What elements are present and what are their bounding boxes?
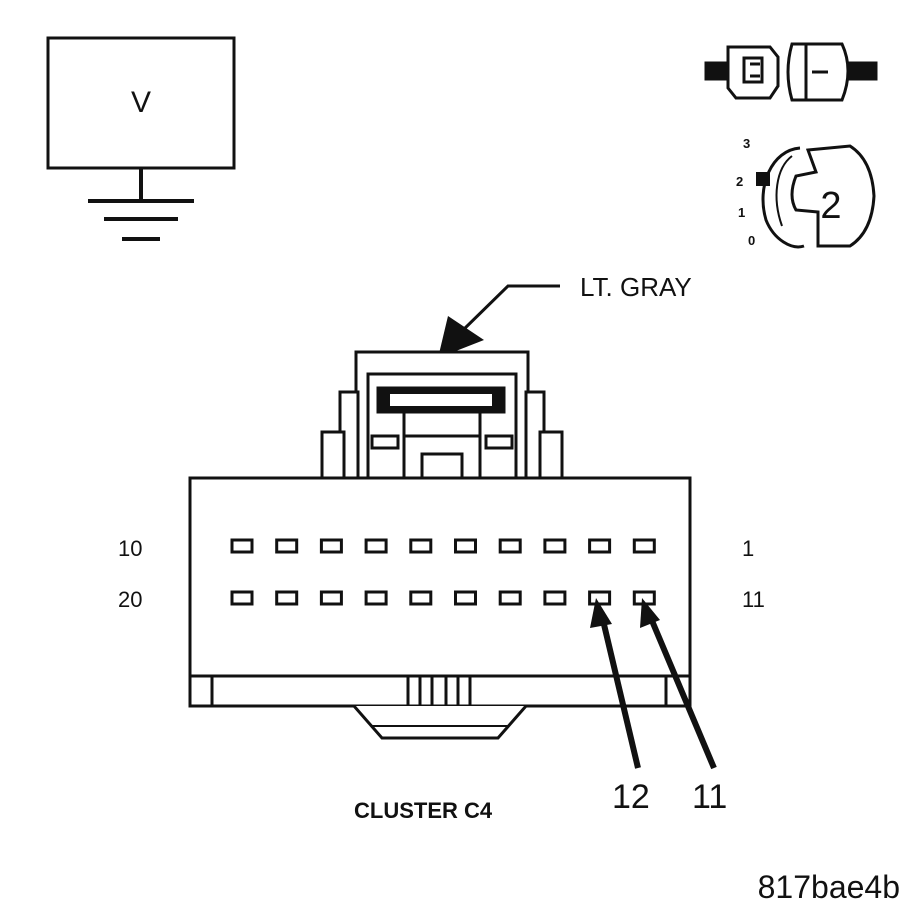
probe-label-12: 12: [612, 778, 650, 816]
connector-name: CLUSTER C4: [354, 798, 493, 823]
pin-cavity-6: [409, 538, 433, 554]
pin-cavity-1: [632, 538, 656, 554]
disconnected-connector-icon: [704, 42, 878, 102]
pin-cavity-10: [230, 538, 254, 554]
connector-body: [188, 476, 692, 740]
color-callout: LT. GRAY: [438, 272, 692, 358]
ground-symbol-icon: [88, 168, 194, 241]
connector-pins: [230, 538, 656, 606]
pin-cavity-14: [498, 590, 522, 606]
ignition-switch-icon: 3 2 1 0 2: [736, 136, 876, 249]
pin-cavity-2: [588, 538, 612, 554]
meter-label: V: [131, 86, 151, 119]
pin-cavity-7: [364, 538, 388, 554]
pin-cavity-18: [319, 590, 343, 606]
pin-cavity-20: [230, 590, 254, 606]
ignition-position-2: 2: [736, 174, 743, 189]
pin-cavity-19: [275, 590, 299, 606]
probe-arrow-12: [590, 598, 641, 769]
pin-cavity-5: [454, 538, 477, 554]
pin-cavity-4: [498, 538, 522, 554]
probe-label-11: 11: [692, 778, 727, 816]
ignition-key-label: 2: [820, 185, 841, 227]
pin-label-bottom-left: 20: [118, 587, 142, 612]
pin-cavity-16: [409, 590, 433, 606]
pin-label-bottom-right: 11: [742, 587, 765, 612]
pin-label-top-right: 1: [742, 536, 754, 561]
ignition-position-3: 3: [743, 136, 750, 151]
connector-color-label: LT. GRAY: [580, 272, 692, 302]
connector-latch: [320, 350, 564, 480]
pin-cavity-9: [275, 538, 299, 554]
pin-cavity-17: [364, 590, 388, 606]
figure-id: 817bae4b: [758, 869, 900, 905]
pin-cavity-13: [543, 590, 567, 606]
pin-cavity-12: [588, 590, 612, 606]
pin-label-top-left: 10: [118, 536, 142, 561]
pin-cavity-3: [543, 538, 567, 554]
voltmeter-icon: V: [46, 36, 236, 170]
pin-cavity-8: [319, 538, 343, 554]
ignition-position-1: 1: [738, 205, 745, 220]
pin-cavity-15: [454, 590, 477, 606]
ignition-position-0: 0: [748, 233, 755, 248]
probe-arrow-11: [640, 598, 717, 770]
